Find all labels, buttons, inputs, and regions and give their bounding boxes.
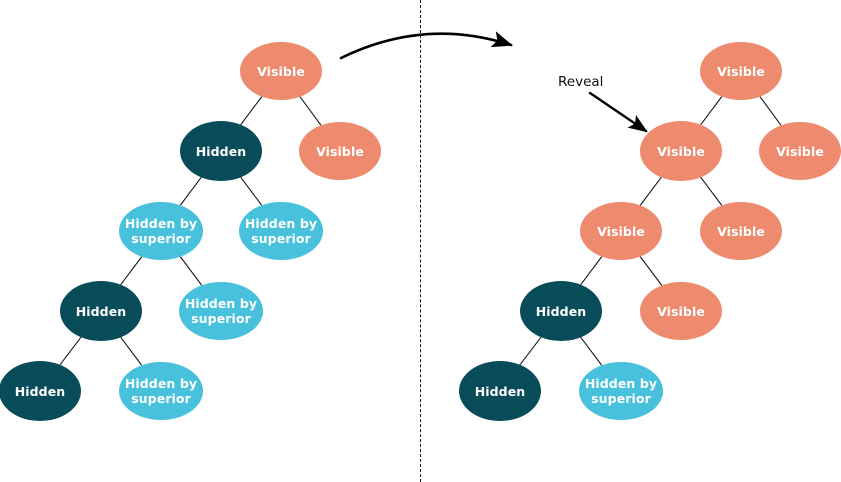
tree-node-label: Hidden	[535, 303, 587, 319]
tree-node-label: Visible	[257, 63, 305, 79]
tree-node-visible[interactable]: Visible	[700, 42, 782, 100]
tree-node-label: Hidden	[75, 303, 127, 319]
tree-node-visible[interactable]: Visible	[240, 42, 322, 100]
tree-edge	[179, 176, 202, 206]
tree-edge	[120, 256, 143, 286]
reveal-arrow	[588, 91, 648, 133]
tree-node-label: Hidden by superior	[124, 216, 198, 246]
tree-node-visible[interactable]: Visible	[640, 282, 722, 340]
tree-node-visible[interactable]: Visible	[759, 122, 841, 180]
tree-edge	[240, 176, 263, 206]
tree-edge	[240, 96, 263, 126]
tree-node-label: Hidden by superior	[584, 376, 658, 406]
tree-node-label: Hidden by superior	[184, 296, 258, 326]
tree-edge	[519, 336, 542, 366]
tree-node-hidden[interactable]: Hidden	[520, 281, 602, 341]
tree-node-hidden-by-superior[interactable]: Hidden by superior	[119, 362, 203, 420]
tree-node-label: Hidden by superior	[244, 216, 318, 246]
tree-node-label: Visible	[776, 143, 824, 159]
tree-node-label: Hidden	[195, 143, 247, 159]
tree-node-label: Visible	[717, 223, 765, 239]
tree-edge	[179, 256, 203, 286]
tree-edge	[700, 96, 723, 126]
tree-node-hidden-by-superior[interactable]: Hidden by superior	[119, 202, 203, 260]
tree-edge	[580, 256, 603, 286]
tree-node-hidden-by-superior[interactable]: Hidden by superior	[579, 362, 663, 420]
tree-node-hidden-by-superior[interactable]: Hidden by superior	[179, 282, 263, 340]
tree-node-visible[interactable]: Visible	[640, 121, 722, 181]
annotation-reveal: Reveal	[558, 74, 604, 90]
tree-edge	[639, 176, 662, 206]
tree-node-label: Visible	[316, 143, 364, 159]
tree-node-hidden[interactable]: Hidden	[459, 361, 541, 421]
tree-node-label: Visible	[717, 63, 765, 79]
tree-node-hidden[interactable]: Hidden	[60, 281, 142, 341]
center-divider-line	[420, 0, 421, 482]
tree-edge	[120, 336, 143, 366]
tree-node-label: Visible	[597, 223, 645, 239]
tree-node-hidden-by-superior[interactable]: Hidden by superior	[239, 202, 323, 260]
tree-node-visible[interactable]: Visible	[700, 202, 782, 260]
tree-edge	[580, 336, 603, 366]
tree-edge	[700, 176, 723, 206]
tree-node-label: Hidden	[14, 383, 66, 399]
tree-node-label: Visible	[657, 303, 705, 319]
tree-node-visible[interactable]: Visible	[299, 122, 381, 180]
tree-node-label: Visible	[657, 143, 705, 159]
tree-edge	[59, 336, 82, 366]
tree-node-label: Hidden	[474, 383, 526, 399]
tree-edge	[759, 96, 782, 126]
tree-node-label: Hidden by superior	[124, 376, 198, 406]
tree-node-hidden[interactable]: Hidden	[0, 361, 81, 421]
transform-arrow	[339, 31, 513, 60]
tree-edge	[639, 256, 663, 286]
tree-node-hidden[interactable]: Hidden	[180, 121, 262, 181]
tree-edge	[299, 96, 322, 126]
tree-node-visible[interactable]: Visible	[580, 202, 662, 260]
